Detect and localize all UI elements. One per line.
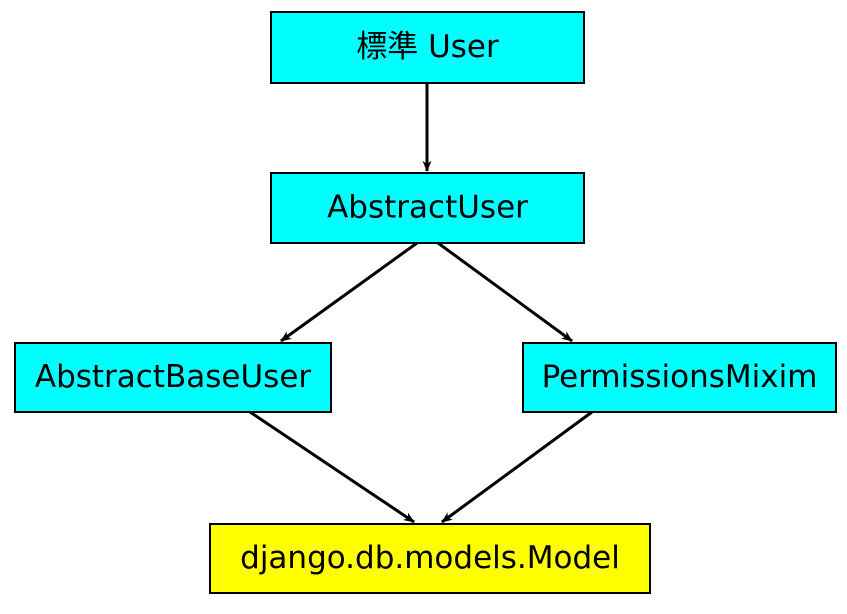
node-box[interactable]	[270, 11, 585, 84]
node-django-db-models-model[interactable]: django.db.models.Model	[209, 523, 651, 594]
edge-line	[441, 410, 593, 524]
node-label: AbstractBaseUser	[35, 359, 312, 395]
edge-abstract-user-to-abstract-base-user	[280, 241, 418, 343]
node-label: AbstractUser	[327, 190, 528, 226]
node-abstract-base-user[interactable]: AbstractBaseUser	[14, 342, 332, 413]
node-box[interactable]	[14, 342, 332, 413]
node-box[interactable]	[209, 523, 651, 594]
edge-line	[249, 410, 415, 524]
edge-line	[437, 241, 573, 343]
node-label: 標準 User	[356, 29, 499, 65]
edge-abstract-user-to-permissions-mixim	[437, 241, 573, 343]
edge-abstract-base-user-to-model	[249, 410, 415, 524]
node-label: django.db.models.Model	[240, 540, 620, 576]
edges-layer	[249, 83, 593, 524]
node-permissions-mixim[interactable]: PermissionsMixim	[522, 342, 837, 413]
node-box[interactable]	[522, 342, 837, 413]
node-label: PermissionsMixim	[542, 359, 818, 395]
node-abstract-user[interactable]: AbstractUser	[270, 172, 585, 244]
edge-line	[280, 241, 418, 343]
node-standard-user[interactable]: 標準 User	[270, 11, 585, 84]
node-box[interactable]	[270, 172, 585, 244]
edge-permissions-mixim-to-model	[441, 410, 593, 524]
